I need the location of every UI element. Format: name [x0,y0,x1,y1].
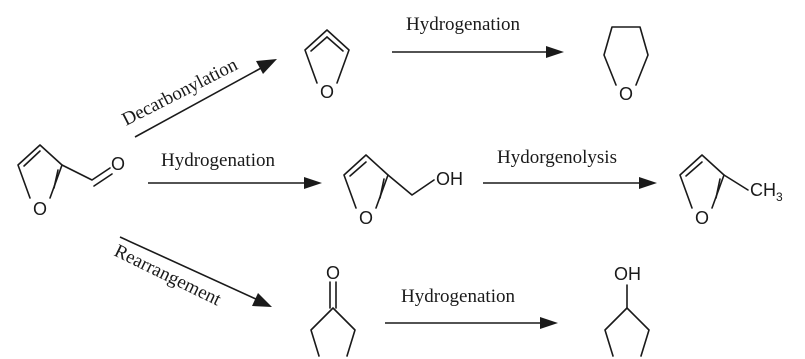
furfuryl-alcohol-molecule: O OH [343,154,463,228]
label-rearrangement: Rearrangement [111,241,225,311]
thf-oxygen: O [619,84,633,104]
furfuryl-alcohol-hydroxyl: OH [436,169,463,189]
label-decarbonylation: Decarbonylation [119,54,242,130]
tetrahydrofuran-molecule: O [603,26,649,104]
label-hydrogenation-bottom: Hydrogenation [401,286,515,307]
furfural-ring-oxygen: O [33,199,47,219]
arrow-hydrogenation-bottom [385,317,558,329]
cyclopentanol-molecule: OH [604,264,650,357]
furfuryl-alcohol-ring-oxygen: O [359,208,373,228]
label-hydrogenation-top: Hydrogenation [406,14,520,35]
furan-molecule: O [304,29,350,102]
cyclopentanol-hydroxyl: OH [614,264,641,284]
label-hydrogenolysis: Hydorgenolysis [497,147,617,168]
methylfuran-oxygen: O [695,208,709,228]
furfural-molecule: O O [17,144,125,219]
furfural-aldehyde-oxygen: O [111,154,125,174]
arrow-hydrogenolysis [483,177,657,189]
cyclopentanone-molecule: O [310,263,356,357]
methyl-group: CH3 [750,180,783,204]
arrow-hydrogenation-middle [148,177,322,189]
methylfuran-molecule: O CH3 [679,154,783,228]
arrow-hydrogenation-top [392,46,564,58]
cyclopentanone-oxygen: O [326,263,340,283]
furan-oxygen: O [320,82,334,102]
label-hydrogenation-middle: Hydrogenation [161,150,275,171]
arrow-rearrangement [119,236,272,307]
arrow-decarbonylation [134,59,277,138]
